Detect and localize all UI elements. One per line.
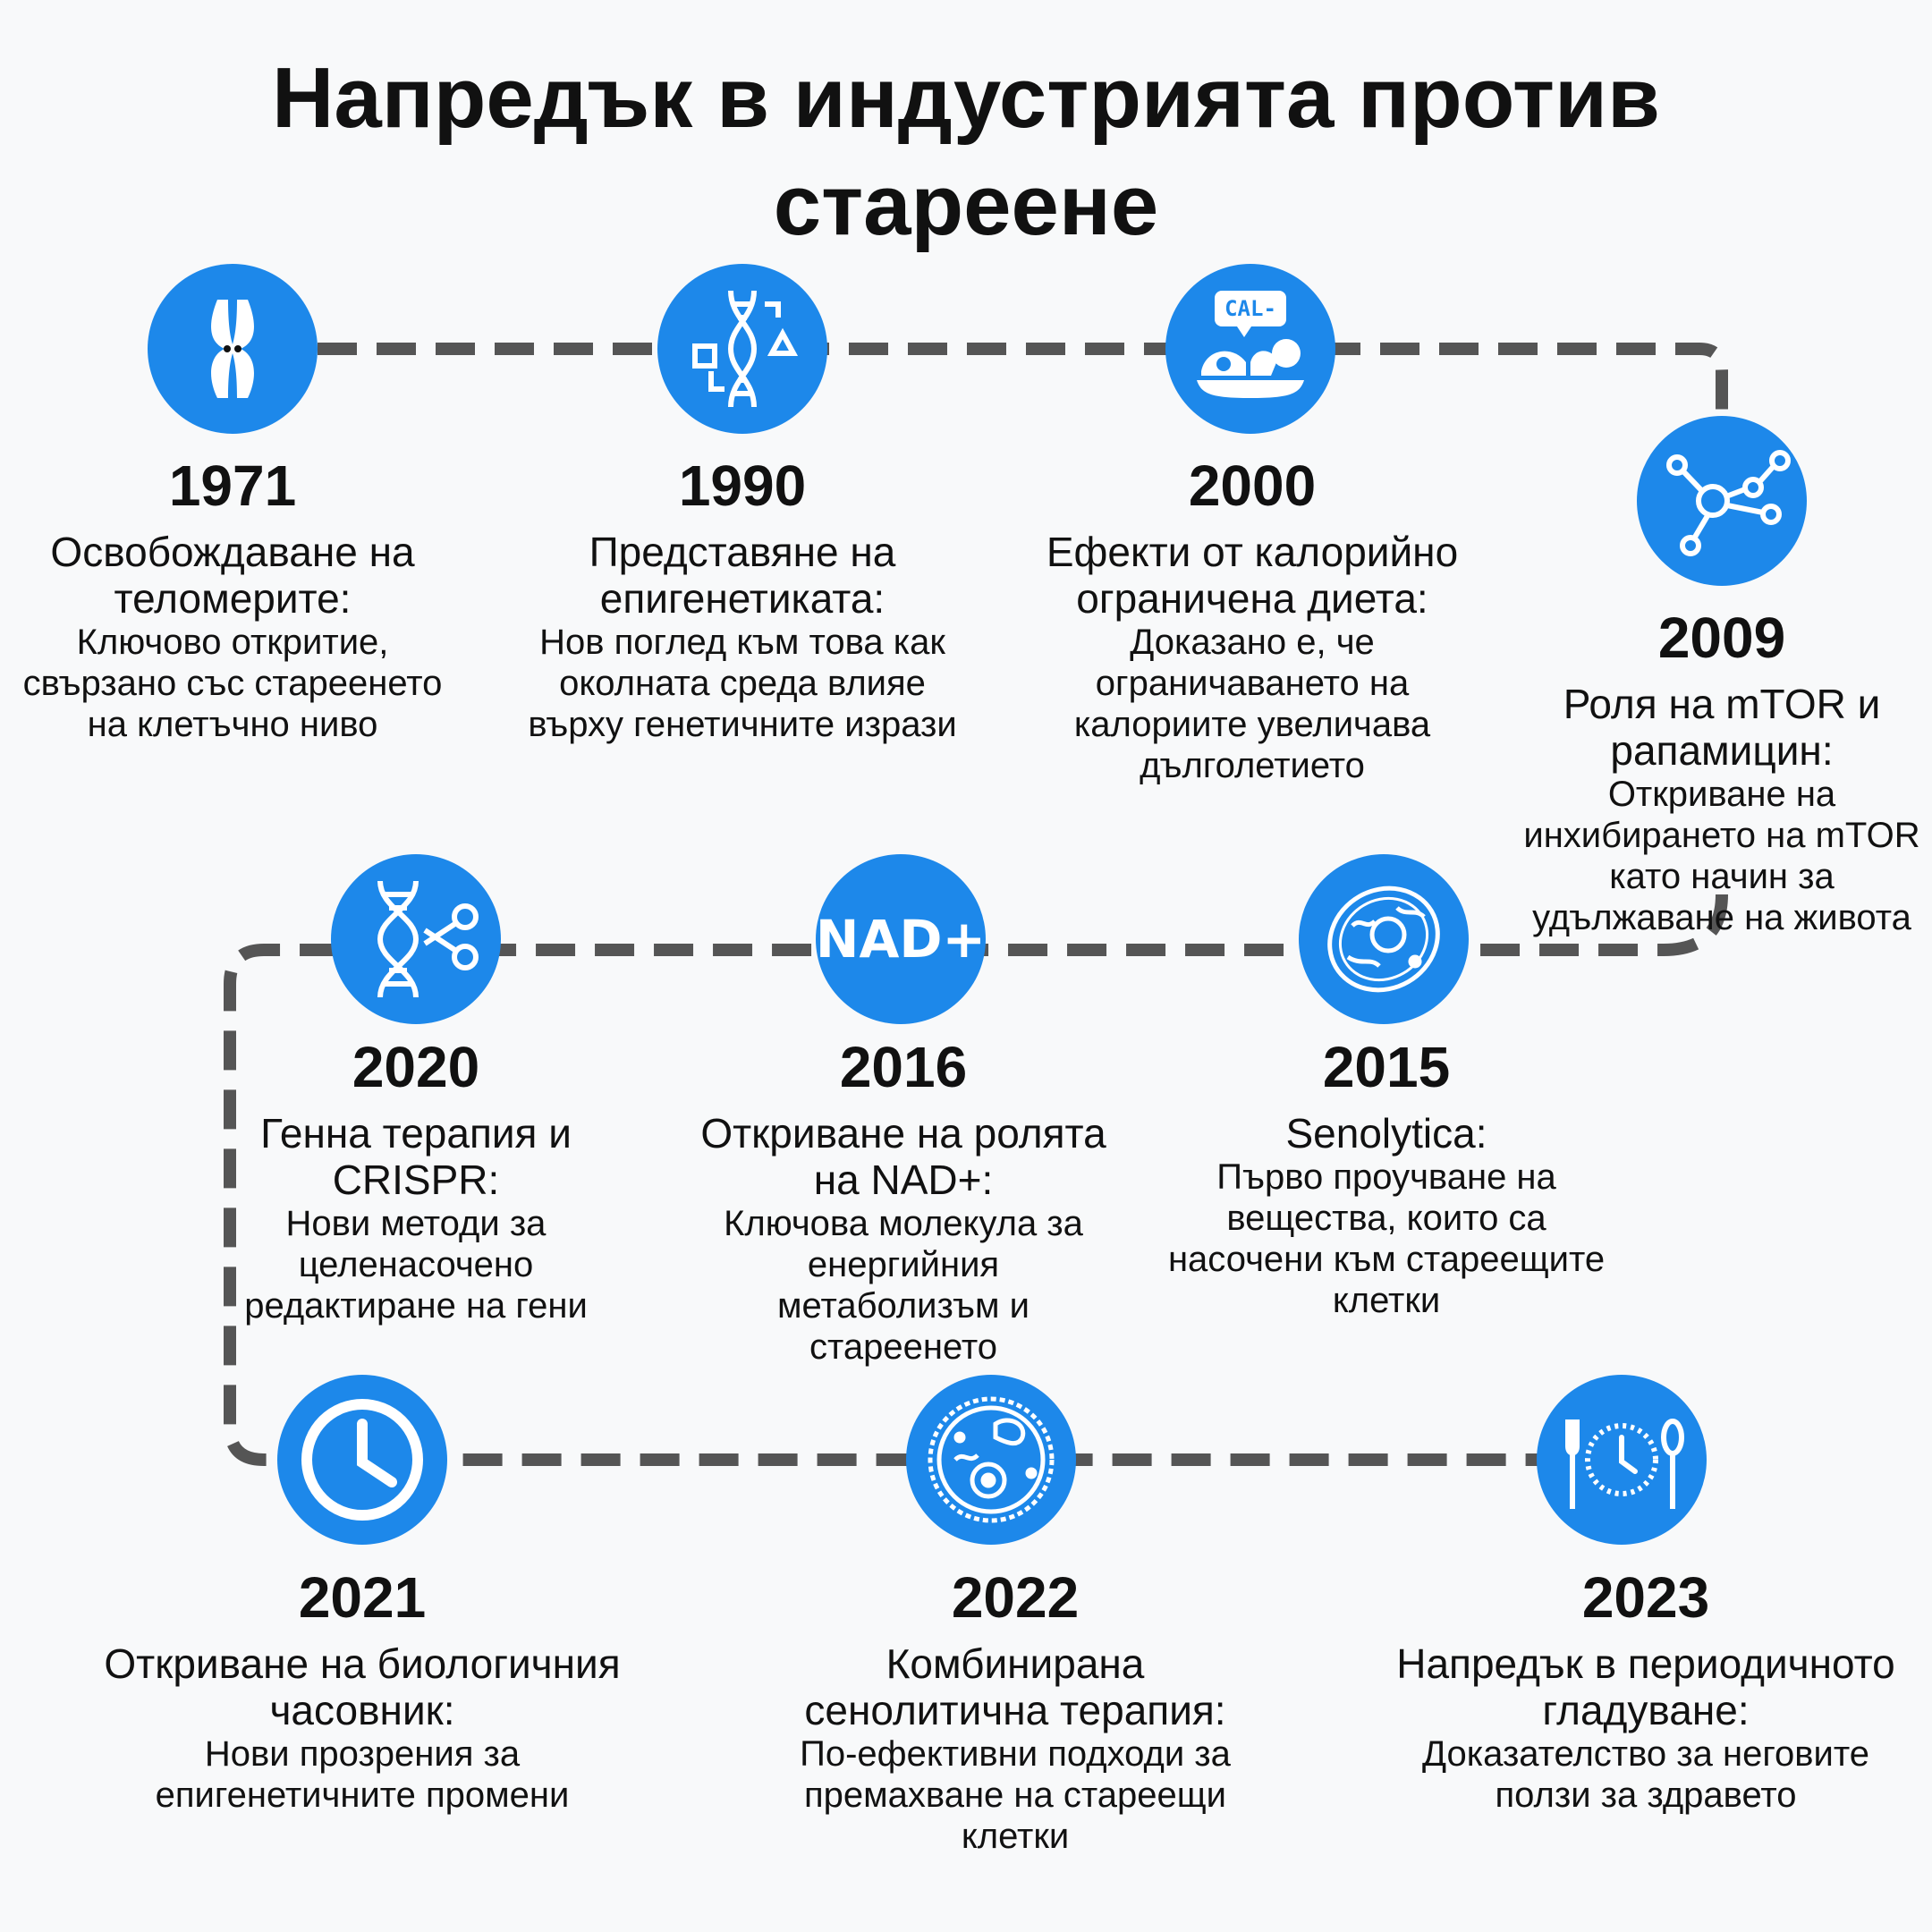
entry-description: Нов поглед към това как околната среда в… — [528, 623, 957, 744]
entry-heading: Откриване на биологичния часовник: — [104, 1640, 621, 1733]
molecule-icon — [1637, 416, 1807, 586]
entry-heading: Роля на mTOR и рапамицин: — [1563, 681, 1881, 774]
calorie-food-icon: CAL- — [1165, 264, 1335, 434]
page-title: Напредък в индустрията против стареене — [272, 50, 1660, 253]
entry-description: Първо проучване на вещества, които са на… — [1167, 1157, 1606, 1320]
entry-heading: Senolytica: — [1285, 1110, 1487, 1157]
entry-heading: Представяне на епигенетиката: — [589, 529, 896, 622]
timeline-entry: 2021 Откриване на биологичния часовник: … — [98, 1563, 626, 1816]
entry-heading: Откриване на ролята на NAD+: — [700, 1110, 1106, 1203]
dna-icon — [657, 264, 827, 434]
entry-year: 2016 — [839, 1035, 968, 1099]
dna-scissors-icon — [331, 854, 501, 1024]
entry-year: 1971 — [168, 453, 297, 518]
timeline-entry: 2022 Комбинирана сенолитична терапия: По… — [760, 1563, 1270, 1857]
entry-description: Ключова молекула за енергийния метаболиз… — [724, 1204, 1083, 1367]
entry-year: 2000 — [1188, 453, 1317, 518]
clock-icon — [277, 1375, 447, 1545]
entry-year: 2020 — [352, 1035, 480, 1099]
timeline-entry: 2000 Ефекти от калорийно ограничена диет… — [1020, 452, 1485, 786]
timeline-entry: 1971 Освобождаване на теломерите: Ключов… — [18, 452, 447, 745]
entry-heading: Комбинирана сенолитична терапия: — [804, 1640, 1226, 1733]
entry-description: Доказателство за неговите ползи за здрав… — [1422, 1734, 1869, 1815]
entry-year: 2009 — [1657, 606, 1786, 670]
entry-description: Нови прозрения за епигенетичните промени — [155, 1734, 570, 1815]
timeline-entry: 2016 Откриване на ролята на NAD+: Ключов… — [698, 1033, 1109, 1368]
entry-description: Ключово откритие, свързано със стареенет… — [22, 623, 443, 744]
fasting-plate-icon — [1537, 1375, 1707, 1545]
entry-heading: Ефекти от калорийно ограничена диета: — [1046, 529, 1459, 622]
cell-icon — [1299, 854, 1469, 1024]
entry-description: По-ефективни подходи за премахване на ст… — [800, 1734, 1231, 1856]
entry-description: Нови методи за целенасочено редактиране … — [244, 1204, 588, 1326]
timeline-entry: 2020 Генна терапия и CRISPR: Нови методи… — [224, 1033, 608, 1326]
entry-year: 2021 — [298, 1565, 427, 1630]
entry-heading: Генна терапия и CRISPR: — [260, 1110, 572, 1203]
entry-year: 1990 — [678, 453, 807, 518]
entry-year: 2015 — [1322, 1035, 1451, 1099]
timeline-entry: 2009 Роля на mTOR и рапамицин: Откриване… — [1521, 604, 1923, 938]
chromosome-icon — [148, 264, 318, 434]
timeline-entry: 2023 Напредък в периодичното гладуване: … — [1377, 1563, 1914, 1816]
entry-description: Откриване на инхибирането на mTOR като н… — [1523, 775, 1920, 937]
entry-year: 2023 — [1581, 1565, 1710, 1630]
entry-heading: Освобождаване на теломерите: — [50, 529, 415, 622]
senescent-cell-icon — [906, 1375, 1076, 1545]
timeline-entry: 1990 Представяне на епигенетиката: Нов п… — [528, 452, 957, 745]
entry-description: Доказано е, че ограничаването на калории… — [1073, 623, 1431, 785]
nad-label: NAD+ — [816, 909, 986, 970]
timeline-entry: 2015 Senolytica: Първо проучване на веще… — [1163, 1033, 1610, 1321]
nad-icon: NAD+ — [816, 854, 986, 1024]
entry-year: 2022 — [951, 1565, 1080, 1630]
entry-heading: Напредък в периодичното гладуване: — [1396, 1640, 1895, 1733]
calorie-label: CAL- — [1224, 296, 1276, 321]
